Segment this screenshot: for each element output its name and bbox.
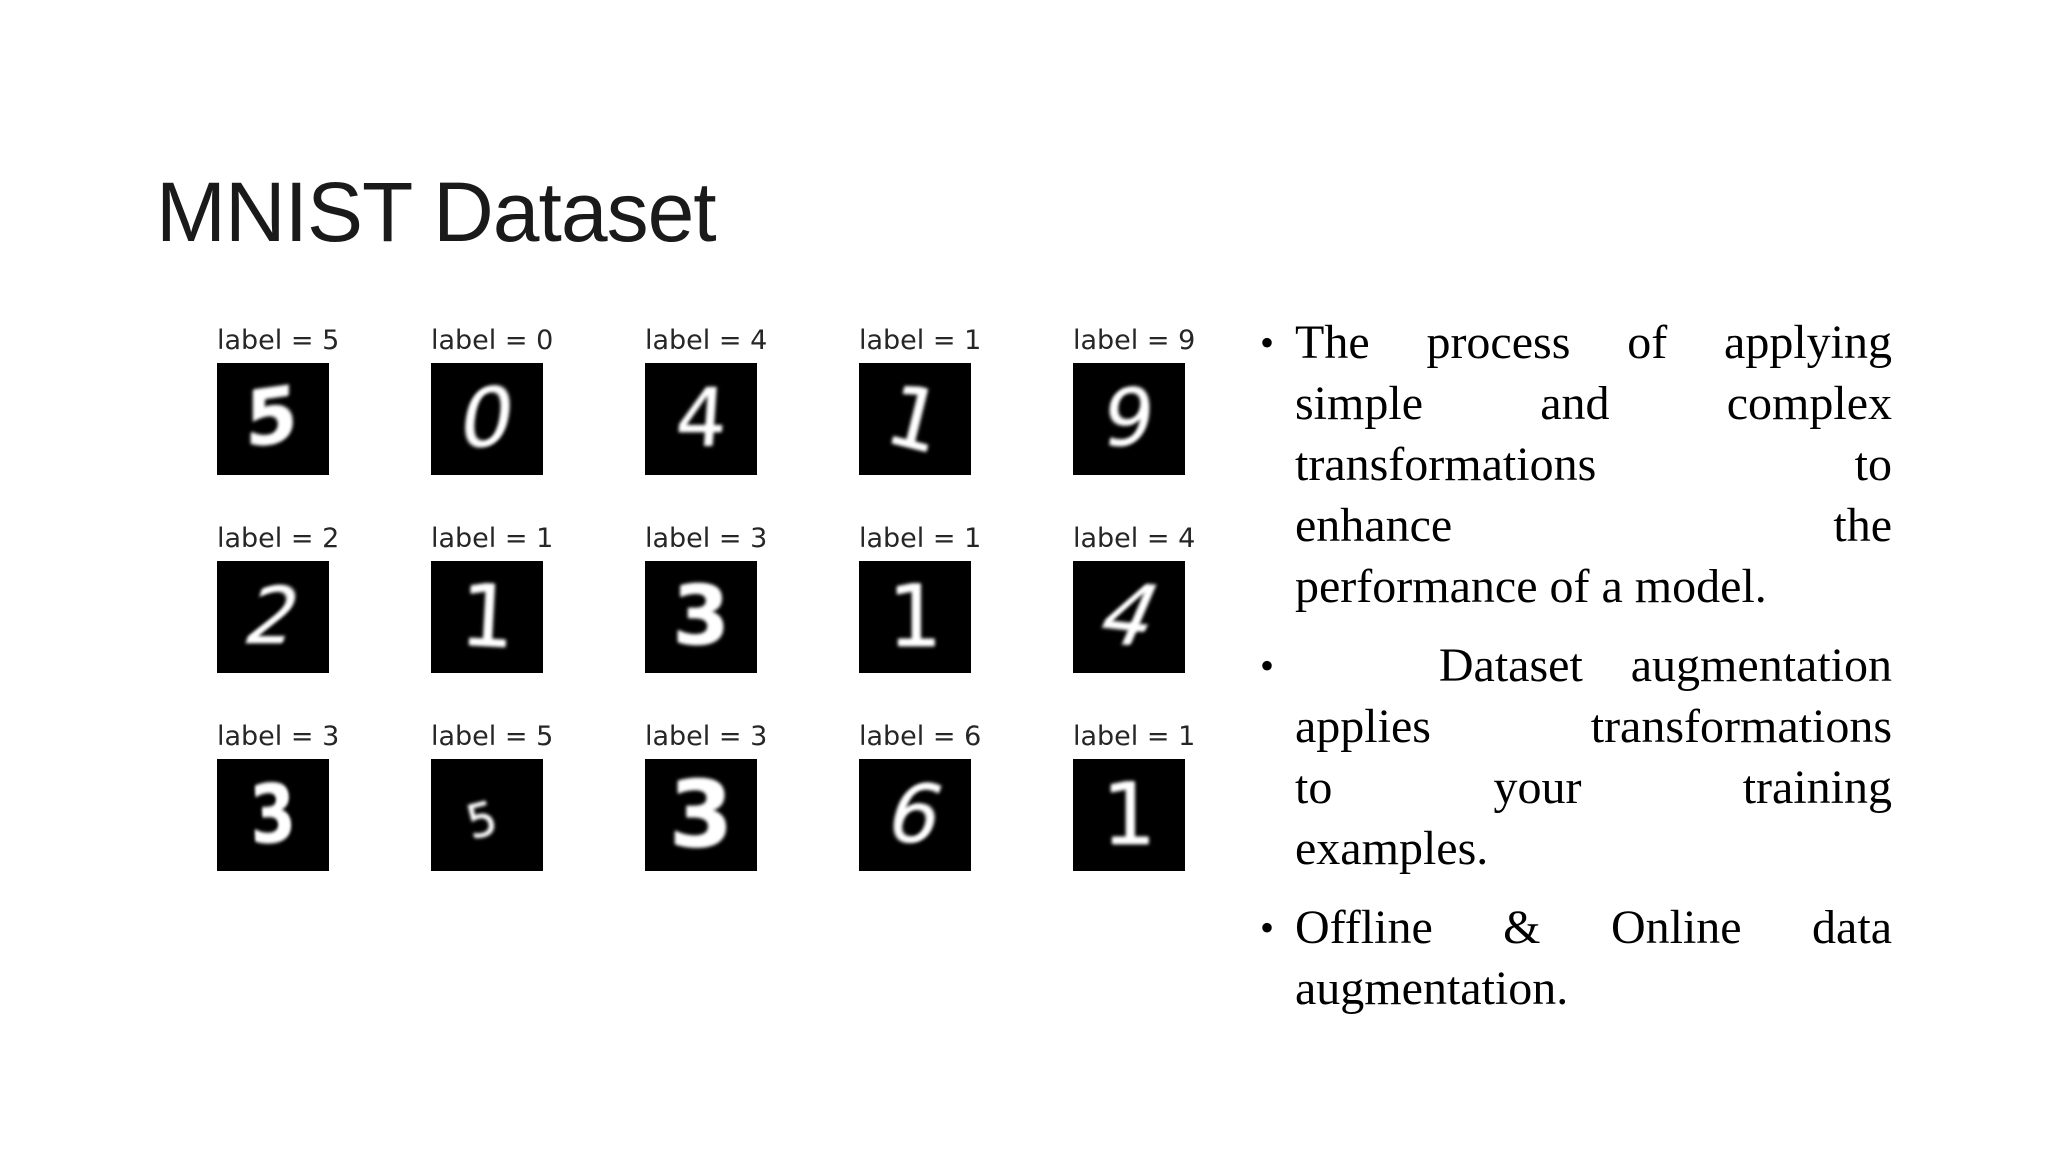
digit-image: 2 <box>217 561 329 673</box>
bullet-marker-icon: • <box>1260 905 1275 950</box>
bullet-line: applies transformations <box>1295 700 1892 753</box>
handwritten-digit: 3 <box>672 569 730 664</box>
mnist-sample: label = 3 3 <box>217 719 340 871</box>
mnist-sample: label = 3 3 <box>645 719 768 871</box>
sample-label: label = 5 <box>431 721 554 752</box>
mnist-sample-grid: label = 5 5 label = 0 0 label = 4 4 labe… <box>217 323 1196 871</box>
handwritten-digit: 6 <box>876 765 954 864</box>
digit-image: 1 <box>1073 759 1185 871</box>
handwritten-digit: 1 <box>457 565 517 669</box>
mnist-sample: label = 2 2 <box>217 521 340 673</box>
digit-image: 6 <box>859 759 971 871</box>
handwritten-digit: 5 <box>461 790 503 851</box>
digit-image: 1 <box>859 363 971 475</box>
handwritten-digit: 3 <box>668 761 733 868</box>
handwritten-digit: 1 <box>1101 765 1157 865</box>
sample-label: label = 3 <box>645 523 768 554</box>
bullet-line: examples. <box>1295 822 1489 875</box>
bullet-item: • Offline & Online data augmentation. <box>1258 897 1892 1019</box>
mnist-sample: label = 4 4 <box>645 323 768 475</box>
sample-label: label = 2 <box>217 523 340 554</box>
mnist-sample: label = 1 1 <box>859 323 982 475</box>
handwritten-digit: 5 <box>244 368 298 466</box>
digit-image: 5 <box>431 759 543 871</box>
bullet-line: The process of applying <box>1295 316 1892 369</box>
bullet-line: augmentation. <box>1295 962 1569 1015</box>
sample-label: label = 9 <box>1073 325 1196 356</box>
sample-label: label = 4 <box>1073 523 1196 554</box>
handwritten-digit: 1 <box>887 567 943 667</box>
mnist-sample: label = 6 6 <box>859 719 982 871</box>
sample-label: label = 5 <box>217 325 340 356</box>
handwritten-digit: 0 <box>453 368 521 469</box>
bullet-line: simple and complex <box>1295 377 1892 430</box>
bullet-item: • Dataset augmentation applies transform… <box>1258 635 1892 879</box>
sample-label: label = 1 <box>1073 721 1196 752</box>
digit-image: 3 <box>645 561 757 673</box>
digit-image: 4 <box>645 363 757 475</box>
bullet-line: performance of a model. <box>1295 560 1767 613</box>
sample-label: label = 1 <box>431 523 554 554</box>
mnist-sample: label = 1 1 <box>1073 719 1196 871</box>
bullet-line: Dataset augmentation <box>1295 639 1892 692</box>
digit-image: 3 <box>645 759 757 871</box>
mnist-sample: label = 1 1 <box>431 521 554 673</box>
digit-image: 3 <box>217 759 329 871</box>
handwritten-digit: 9 <box>1099 372 1159 466</box>
mnist-sample: label = 0 0 <box>431 323 554 475</box>
bullet-line: to your training <box>1295 761 1892 814</box>
bullet-line: Offline & Online data <box>1295 901 1892 954</box>
mnist-sample: label = 5 5 <box>217 323 340 475</box>
bullet-item: • The process of applying simple and com… <box>1258 312 1892 617</box>
digit-image: 1 <box>859 561 971 673</box>
digit-image: 4 <box>1073 561 1185 673</box>
bullet-line: transformations to <box>1295 438 1892 491</box>
sample-label: label = 1 <box>859 523 982 554</box>
digit-image: 1 <box>431 561 543 673</box>
sample-label: label = 4 <box>645 325 768 356</box>
bullet-marker-icon: • <box>1260 320 1275 365</box>
mnist-sample: label = 1 1 <box>859 521 982 673</box>
handwritten-digit: 1 <box>877 364 953 474</box>
bullet-marker-icon: • <box>1260 643 1275 688</box>
sample-label: label = 3 <box>217 721 340 752</box>
mnist-sample: label = 4 4 <box>1073 521 1196 673</box>
mnist-sample: label = 3 3 <box>645 521 768 673</box>
mnist-sample: label = 9 9 <box>1073 323 1196 475</box>
digit-image: 5 <box>217 363 329 475</box>
sample-label: label = 6 <box>859 721 982 752</box>
handwritten-digit: 4 <box>1083 566 1175 667</box>
sample-label: label = 1 <box>859 325 982 356</box>
sample-label: label = 0 <box>431 325 554 356</box>
bullet-line: enhance the <box>1295 499 1892 552</box>
digit-image: 9 <box>1073 363 1185 475</box>
mnist-sample: label = 5 5 <box>431 719 554 871</box>
sample-label: label = 3 <box>645 721 768 752</box>
bullet-list: • The process of applying simple and com… <box>1258 312 1892 1019</box>
page-title: MNIST Dataset <box>156 165 717 260</box>
handwritten-digit: 2 <box>235 572 311 662</box>
handwritten-digit: 4 <box>672 372 730 465</box>
digit-image: 0 <box>431 363 543 475</box>
handwritten-digit: 3 <box>248 766 298 863</box>
